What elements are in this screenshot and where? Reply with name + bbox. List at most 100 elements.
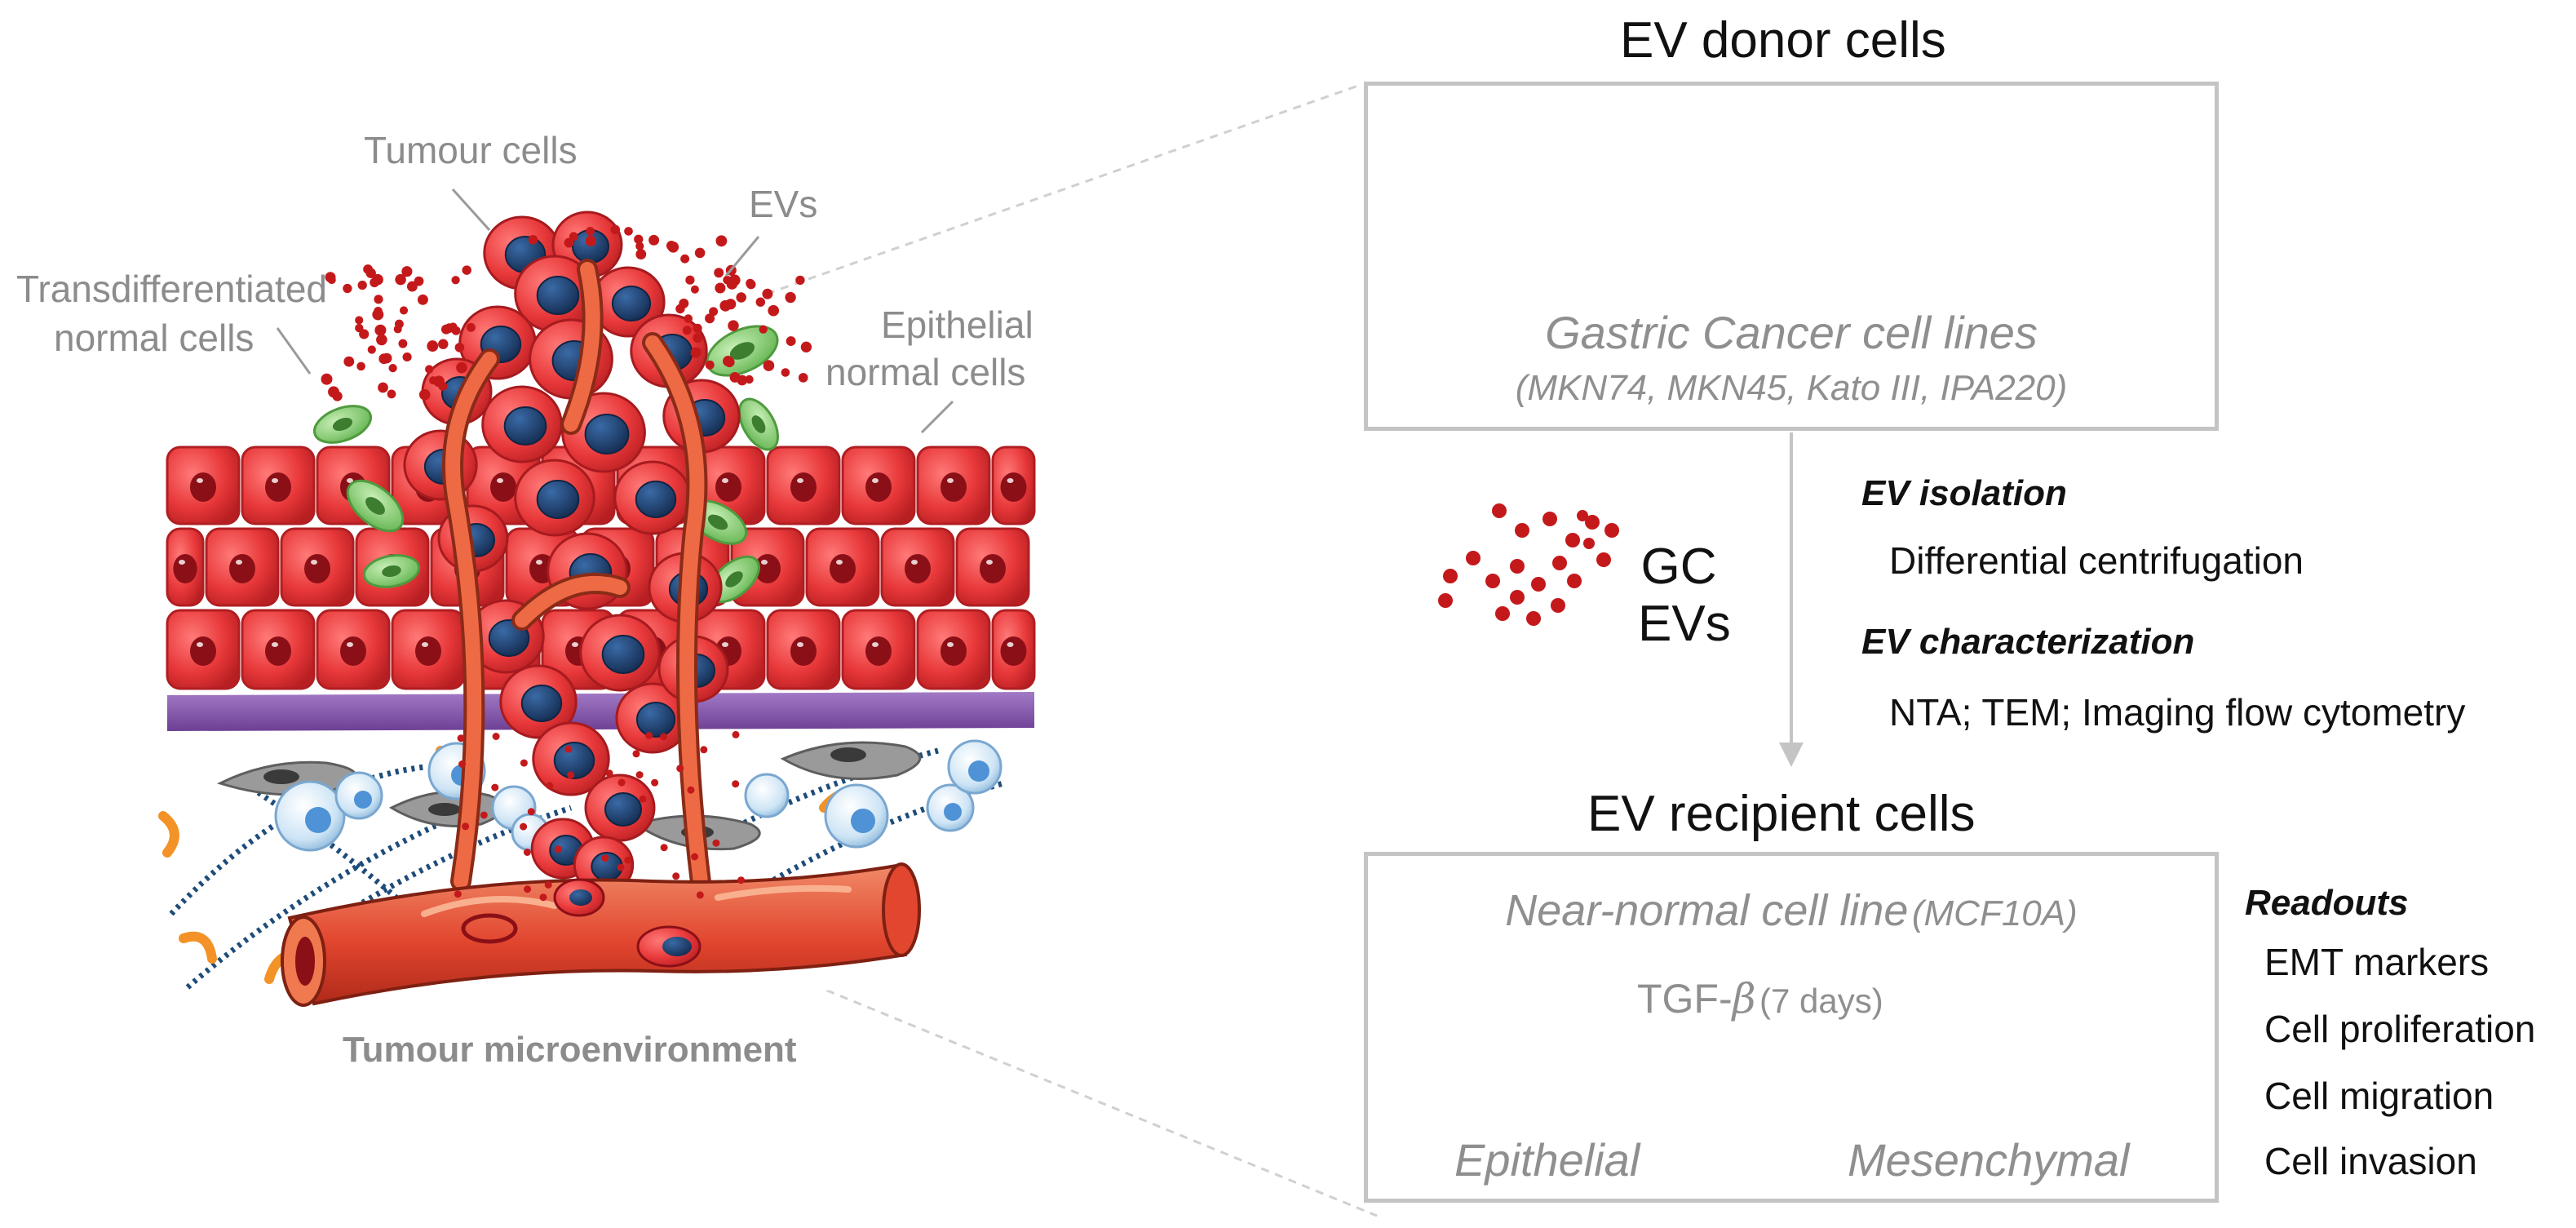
donor-line-1: Gastric Cancer cell lines: [1545, 307, 2038, 358]
ev-dot: [723, 275, 732, 285]
ev-dot: [586, 226, 595, 236]
tumour-cell: [591, 266, 666, 338]
ev-dot: [370, 277, 379, 288]
ev-dot: [732, 780, 740, 788]
ev-dot: [694, 247, 706, 259]
tumour-microenvironment-illustration: [158, 188, 1036, 1007]
ev-dot: [480, 811, 488, 819]
label-leader-lines: [276, 188, 954, 434]
epithelial-cell: [166, 527, 205, 607]
ev-isolation-title: EV isolation: [1861, 473, 2067, 513]
ev-dot: [645, 732, 653, 739]
gc-evs-label: GC EVs: [1638, 539, 1731, 653]
label-epithelial-1: Epithelial: [881, 304, 1033, 346]
ev-dot: [762, 288, 773, 299]
ev-dot: [679, 298, 689, 308]
ev-dot: [402, 352, 412, 362]
ev-dot: [768, 304, 780, 317]
ev-dot: [624, 227, 633, 236]
ev-dot: [401, 266, 413, 277]
ev-dot: [520, 759, 528, 767]
ev-dot: [690, 285, 699, 294]
recipient-box: Near-normal cell line (MCF10A) TGF-β (7 …: [1364, 852, 2219, 1203]
ev-dot: [462, 822, 470, 831]
epithelial-cell: [916, 609, 991, 690]
readouts-title: Readouts: [2245, 883, 2409, 923]
ev-dot: [648, 234, 660, 246]
ev-dot: [709, 307, 719, 317]
tumour-cell: [579, 614, 661, 692]
epithelial-cell: [805, 527, 880, 607]
zoom-guide-lines: [766, 83, 1378, 1217]
ev-dot: [736, 292, 746, 303]
ev-dot: [378, 353, 390, 365]
readout-item: EMT markers: [2264, 941, 2490, 983]
ev-dot: [680, 254, 690, 264]
ev-dot: [635, 771, 644, 779]
readout-item: Cell migration: [2264, 1075, 2494, 1117]
ev-dot: [712, 839, 720, 847]
ev-dot: [715, 282, 726, 294]
ev-dot: [569, 232, 578, 242]
epithelial-cell: [241, 609, 316, 690]
label-epithelial-2: normal cells: [825, 351, 1026, 393]
epithelial-cell: [841, 446, 916, 525]
green-cell: [346, 479, 405, 533]
ev-dot: [520, 822, 528, 831]
ev-dot: [745, 375, 754, 384]
recipient-title: EV recipient cells: [1587, 786, 1976, 842]
readout-item: Cell invasion: [2264, 1140, 2477, 1182]
ev-dot: [567, 771, 575, 779]
tumour-cell: [584, 774, 656, 842]
tumour-cell: [481, 385, 563, 463]
ev-dot: [388, 363, 397, 373]
ev-dot: [438, 339, 449, 349]
ev-isolation-text: Differential centrifugation: [1889, 539, 2304, 582]
donor-box: Gastric Cancer cell lines (MKN74, MKN45,…: [1364, 82, 2219, 431]
ev-dot: [729, 371, 741, 383]
ev-dot: [372, 308, 384, 321]
ev-dot: [492, 733, 500, 740]
blood-vessel: [281, 862, 921, 1007]
ev-dot: [456, 361, 467, 374]
donor-line-2: (MKN74, MKN45, Kato III, IPA220): [1515, 368, 2068, 408]
ev-dot: [429, 376, 438, 385]
ev-dot: [691, 853, 699, 861]
ev-dot: [639, 795, 647, 803]
epithelial-cell: [205, 527, 280, 607]
tgf-duration: (7 days): [1759, 982, 1883, 1020]
ev-dot: [660, 733, 668, 741]
gc-ev-dots: [1438, 503, 1619, 626]
ev-dot: [798, 373, 808, 383]
ev-dot: [374, 295, 383, 304]
ev-dot: [399, 306, 409, 315]
ev-dot: [528, 234, 538, 245]
label-tumour-cells: Tumour cells: [364, 129, 578, 171]
ev-dot: [617, 863, 625, 871]
ev-dot: [684, 314, 693, 323]
ev-dot: [387, 389, 396, 399]
gc-evs-line-1: GC: [1640, 539, 1717, 595]
readout-item: Cell proliferation: [2264, 1008, 2536, 1050]
ev-dot: [367, 345, 376, 354]
green-cell: [362, 554, 421, 588]
ev-dot: [763, 360, 775, 371]
ev-dot: [696, 891, 704, 899]
ev-dot: [737, 876, 745, 884]
ev-dot: [398, 339, 408, 348]
ev-dot: [438, 381, 448, 391]
tumour-cell: [514, 255, 595, 333]
ev-dot: [585, 235, 596, 246]
ev-dot: [554, 845, 562, 853]
tme-caption: Tumour microenvironment: [343, 1030, 797, 1070]
tumour-cell: [499, 664, 578, 739]
ev-dot: [546, 782, 554, 790]
ev-dot: [635, 249, 647, 260]
ev-dot: [363, 264, 374, 274]
ev-dot: [610, 224, 621, 235]
ev-dot: [414, 276, 424, 286]
ev-dot: [715, 235, 728, 247]
process-arrow: [1779, 432, 1804, 767]
ev-dot: [544, 881, 552, 889]
tumour-vessels: [442, 259, 712, 900]
